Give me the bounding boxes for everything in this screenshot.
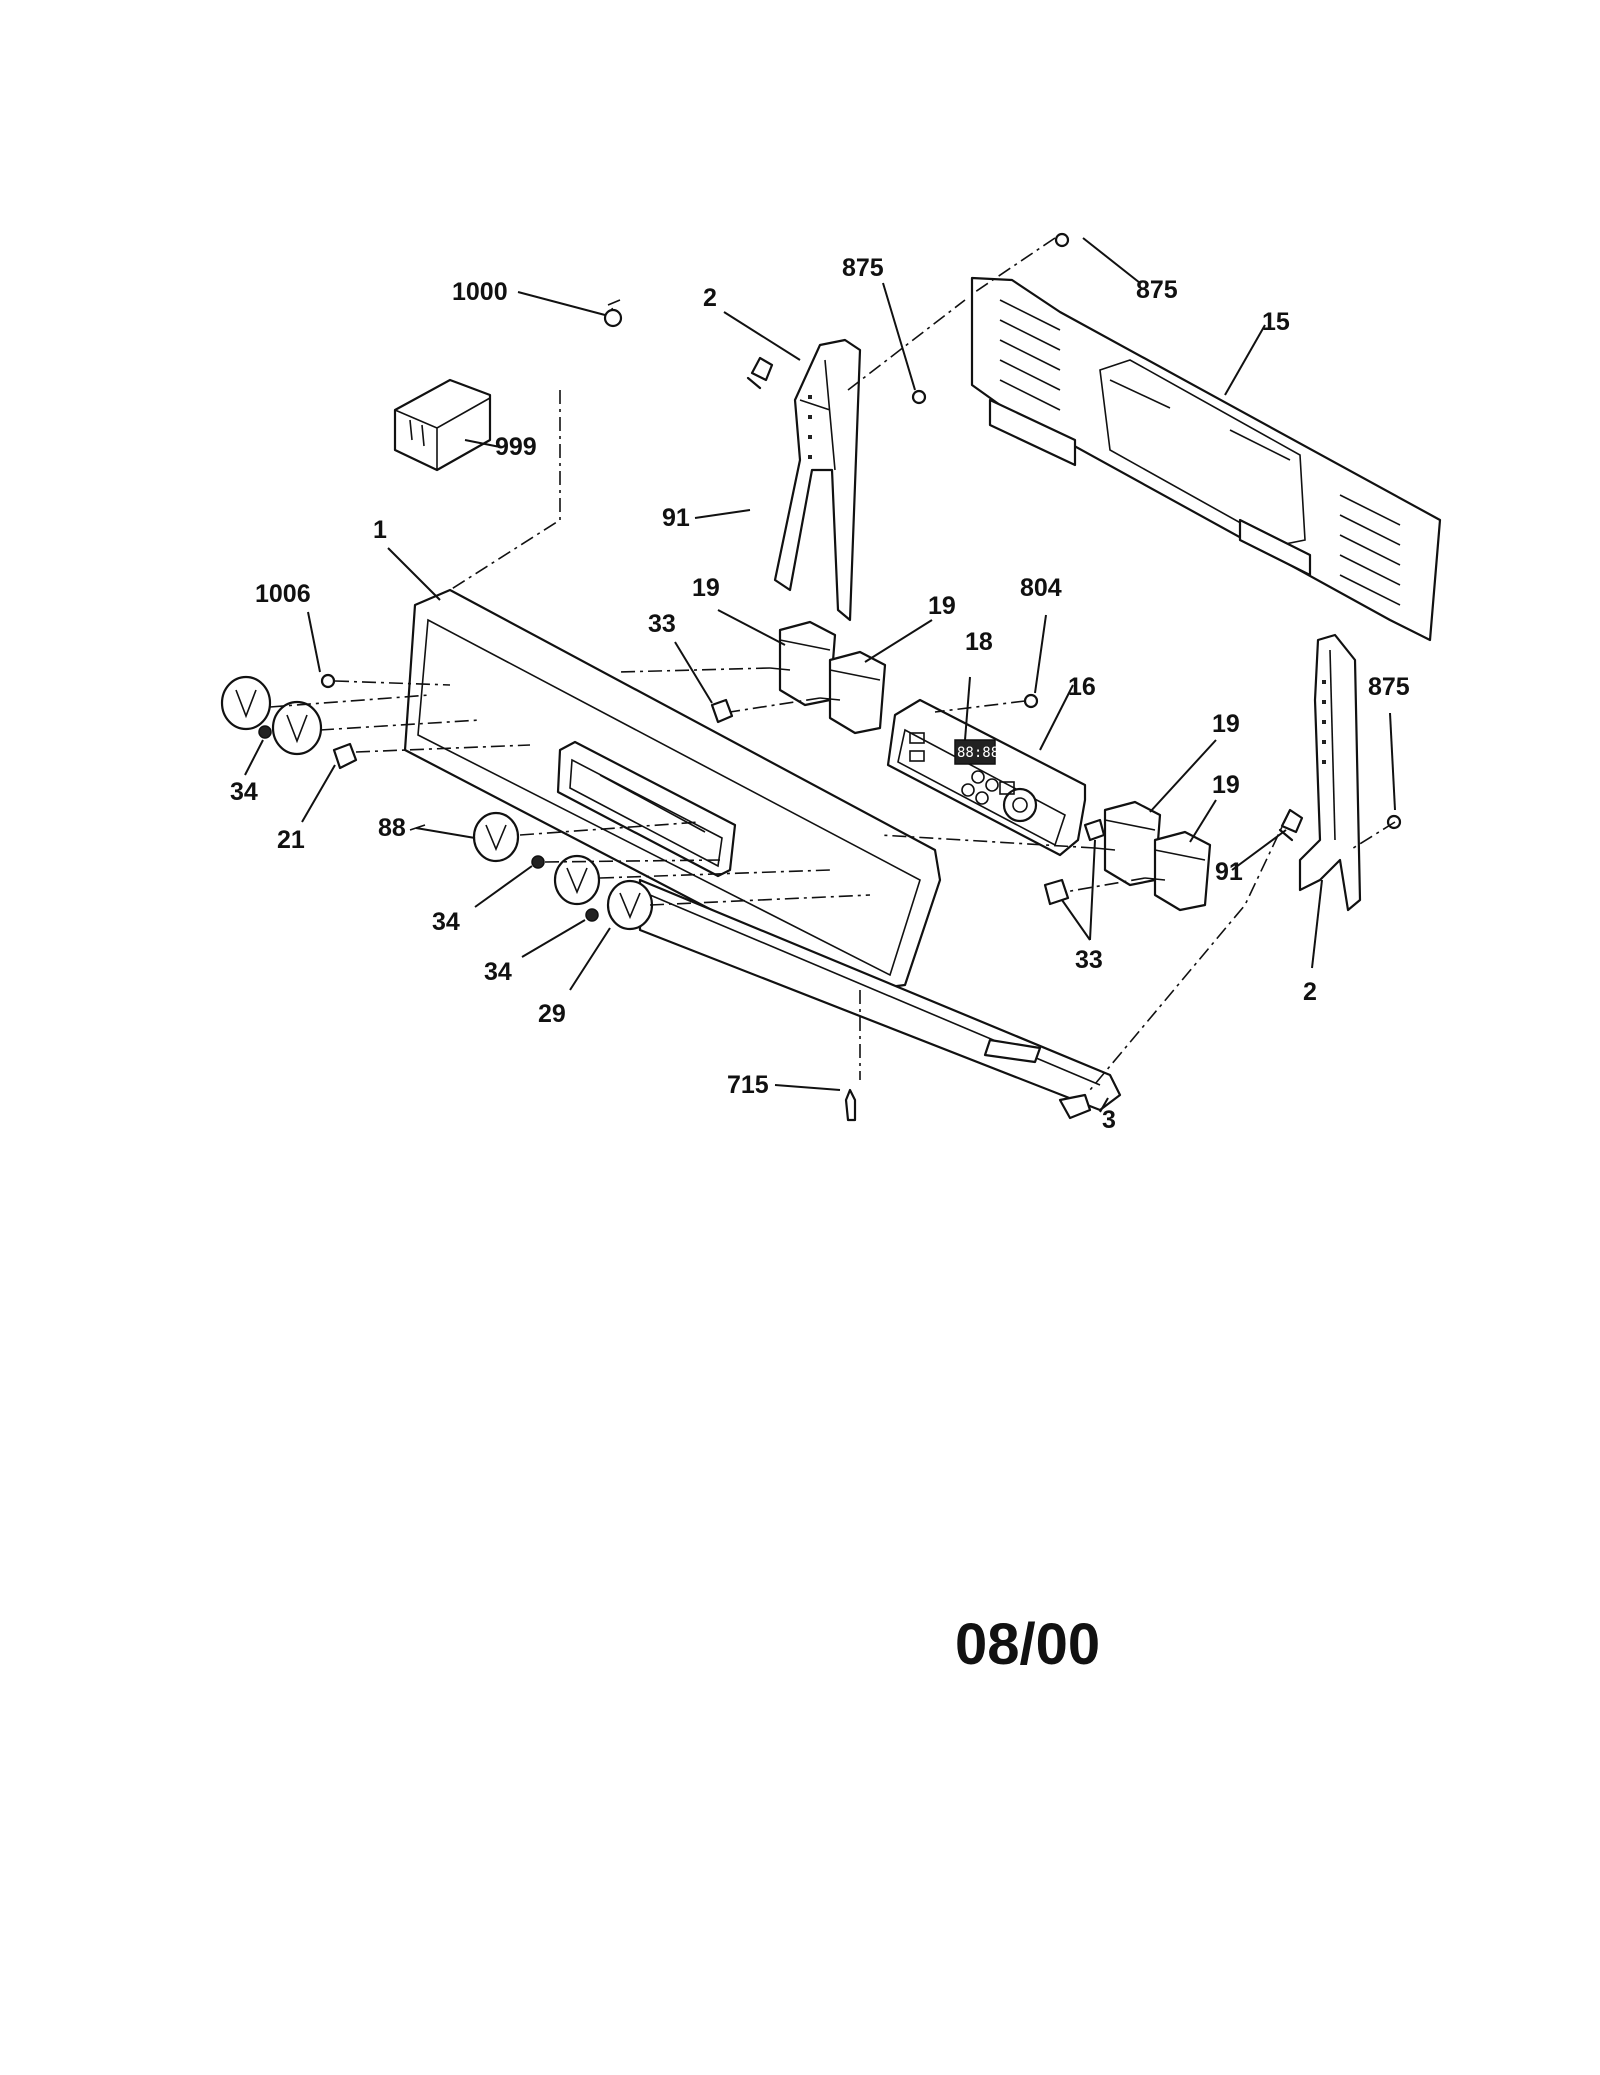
callout-34-left: 34 [230,778,258,806]
lamp-33c [1083,818,1106,842]
callout-91-top: 91 [662,504,690,532]
callout-34-low: 34 [484,958,512,986]
switch-21 [332,742,358,770]
callout-88: 88 [378,814,406,842]
knob-lower-2 [553,854,601,906]
spring-clip-34c [585,908,599,922]
rear-panel [970,276,1442,642]
callout-21: 21 [277,826,305,854]
callout-34-mid: 34 [432,908,460,936]
callout-33-right: 33 [1075,946,1103,974]
callout-715: 715 [727,1071,769,1099]
callout-1006: 1006 [255,580,311,608]
callout-18: 18 [965,628,993,656]
callout-labels: 1000 2 875 875 15 999 91 1 1006 19 19 80… [230,254,1410,1134]
knob-lower-1 [472,811,520,863]
clip-91b [1278,808,1304,842]
control-board: 88:88 [886,698,1087,857]
rear-panel-vents-left [999,299,1061,411]
callout-875-top: 875 [842,254,884,282]
trim-strip [638,878,1122,1120]
date-stamp: 08/00 [955,1612,1100,1677]
knob-lower-3 [606,879,654,931]
carton-999 [393,378,492,472]
lamp-33a [710,698,734,724]
screw-1006 [320,673,336,689]
leader-lines [244,237,1396,1113]
assembly-lines [269,237,1396,1091]
end-cap-right [1298,633,1362,912]
callout-2-top: 2 [703,284,717,312]
callout-1: 1 [373,516,387,544]
callout-33-top: 33 [648,610,676,638]
callout-19-a: 19 [692,574,720,602]
rear-panel-vents-right [1339,494,1401,606]
callout-29: 29 [538,1000,566,1028]
callout-16: 16 [1068,673,1096,701]
knob-upper-left-1 [220,675,272,731]
infinite-switch-2 [819,650,887,735]
callout-91-right: 91 [1215,858,1243,886]
screw-1000-head [603,308,623,328]
infinite-switch-1 [769,620,837,707]
callout-15: 15 [1262,308,1290,336]
callout-804: 804 [1020,574,1062,602]
display-readout: 88:88 [957,745,999,761]
screw-875b [1054,232,1070,248]
clip-91a [746,356,774,390]
callout-1000: 1000 [452,278,508,306]
infinite-switch-3 [1094,800,1162,887]
knob-upper-left-2 [271,700,323,756]
callout-19-b: 19 [928,592,956,620]
screw-715 [844,1088,857,1122]
callout-3: 3 [1102,1106,1116,1134]
callout-875-right: 875 [1368,673,1410,701]
screw-875a [911,389,927,405]
screw-804 [1023,693,1039,709]
callout-19-d: 19 [1212,771,1240,799]
lamp-33b [1043,878,1070,906]
infinite-switch-4 [1144,830,1212,912]
callout-999: 999 [495,433,537,461]
control-panel-frame [403,588,942,992]
end-cap-left [773,338,862,622]
callout-875-rear: 875 [1136,276,1178,304]
callout-19-c: 19 [1212,710,1240,738]
display-window [954,739,996,765]
callout-2-right: 2 [1303,978,1317,1006]
spring-clip-34a [258,725,272,739]
spring-clip-34b [531,855,545,869]
